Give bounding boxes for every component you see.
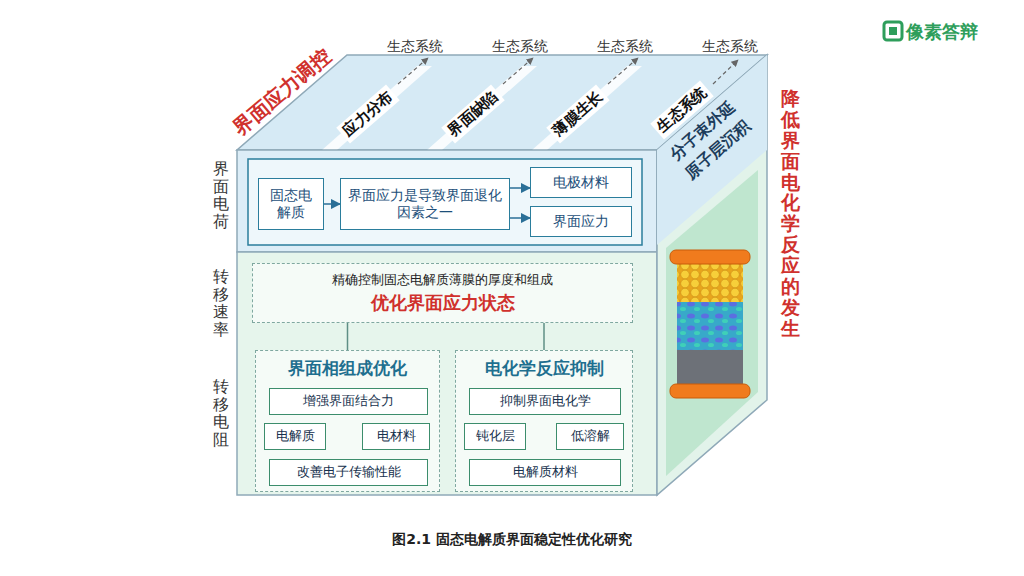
box-text: 抑制界面电化学 bbox=[500, 393, 591, 409]
connector bbox=[510, 187, 530, 189]
side-label: 转移电阻 bbox=[213, 378, 229, 448]
side-label: 转移速率 bbox=[213, 268, 229, 338]
face-label: 生态系统 bbox=[702, 38, 758, 56]
box-text: 钝化层 bbox=[476, 428, 515, 444]
connector bbox=[543, 323, 545, 350]
box-text: 电材料 bbox=[377, 428, 416, 444]
box-text: 增强界面结合力 bbox=[303, 393, 394, 409]
box-text: 精确控制固态电解质薄膜的厚度和组成 bbox=[332, 272, 553, 288]
process-box: 钝化层 bbox=[464, 423, 526, 450]
box-text: 电极材料 bbox=[553, 174, 609, 192]
process-box: 电极材料 bbox=[530, 167, 632, 198]
box-text: 低溶解 bbox=[571, 428, 610, 444]
process-box: 低溶解 bbox=[556, 423, 624, 450]
process-box: 电材料 bbox=[362, 423, 430, 450]
connector bbox=[347, 323, 349, 350]
process-box: 抑制界面电化学 bbox=[469, 388, 621, 415]
face-label: 生态系统 bbox=[597, 38, 653, 56]
side-label: 界面电荷 bbox=[213, 160, 229, 230]
side-label: 降低界面电化学反应的发生 bbox=[781, 88, 800, 339]
process-box: 界面应力 bbox=[530, 206, 632, 237]
box-text: 优化界面应力状态 bbox=[371, 292, 515, 315]
face-label: 生态系统 bbox=[492, 38, 548, 56]
process-box: 改善电子传输性能 bbox=[269, 459, 428, 486]
group-heading: 电化学反应抑制 bbox=[456, 357, 632, 380]
connector bbox=[324, 203, 340, 205]
figure-caption: 图2.1 固态电解质界面稳定性优化研究 bbox=[392, 531, 632, 549]
process-box: 增强界面结合力 bbox=[269, 388, 428, 415]
box-text: 电解质材料 bbox=[513, 464, 578, 480]
group-heading: 界面相组成优化 bbox=[256, 357, 439, 380]
face-label: 生态系统 bbox=[387, 38, 443, 56]
process-box: 电解质材料 bbox=[469, 459, 621, 486]
box-text: 电解质 bbox=[276, 428, 315, 444]
box-text: 界面应力 bbox=[553, 213, 609, 231]
box-text: 改善电子传输性能 bbox=[297, 464, 401, 480]
group-box: 电化学反应抑制抑制界面电化学钝化层 低溶解电解质材料 bbox=[455, 350, 633, 492]
group-box: 界面相组成优化增强界面结合力电解质 电材料改善电子传输性能 bbox=[255, 350, 440, 492]
box-text: 界面应力是导致界面退化因素之一 bbox=[347, 187, 503, 222]
process-box: 固态电解质 bbox=[258, 178, 324, 230]
process-box: 电解质 bbox=[264, 423, 326, 450]
process-box: 界面应力是导致界面退化因素之一 bbox=[340, 178, 510, 230]
watermark: 像素答辩 bbox=[906, 20, 978, 44]
connector bbox=[510, 217, 530, 219]
box-text: 固态电解质 bbox=[265, 187, 317, 222]
process-box: 精确控制固态电解质薄膜的厚度和组成优化界面应力状态 bbox=[252, 263, 633, 323]
